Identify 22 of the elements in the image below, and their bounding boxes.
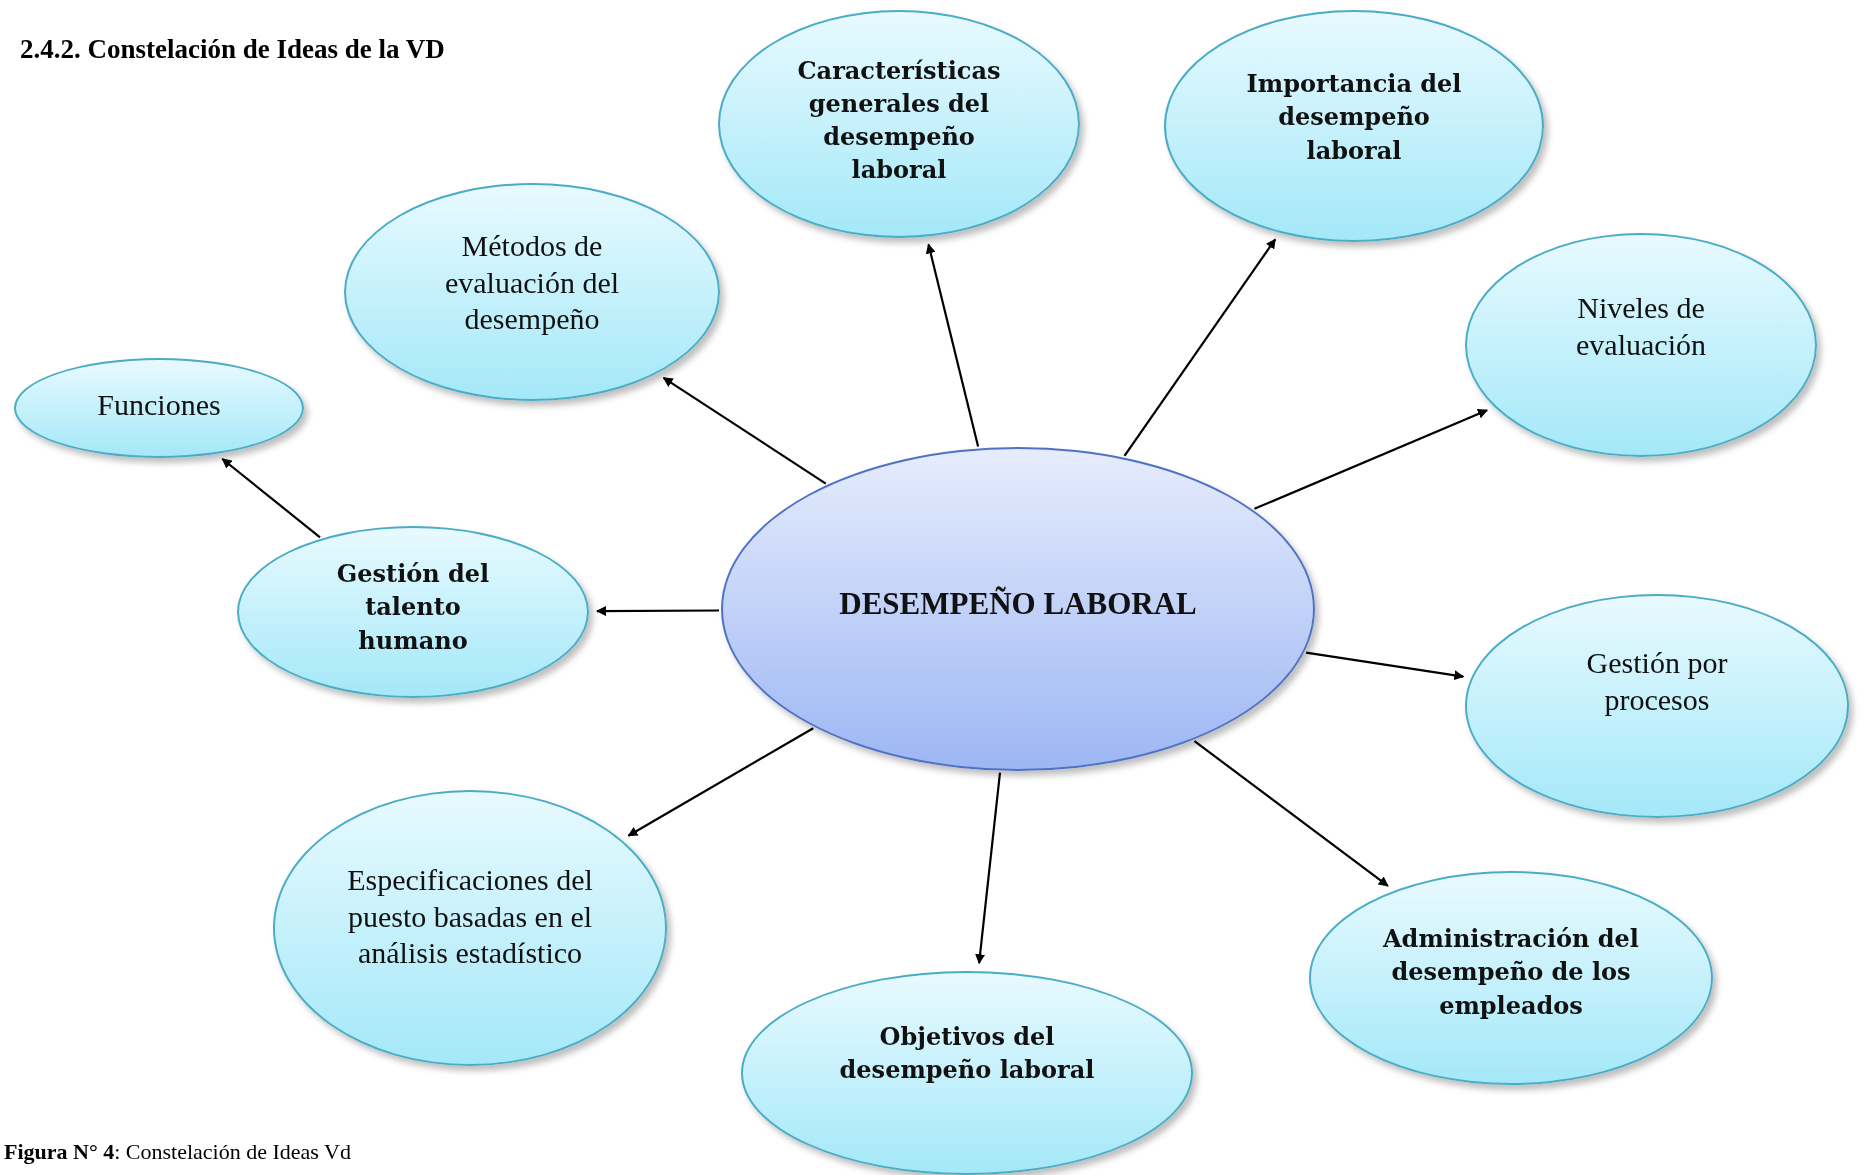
node-text: Funciones	[96, 386, 222, 423]
node-text: Gestión del talento humano	[335, 558, 491, 657]
arrow	[1123, 238, 1277, 457]
arrow	[221, 458, 321, 539]
node-text: Administración del desempeño de los empleados	[1381, 923, 1640, 1022]
arrow	[975, 772, 1002, 965]
arrow	[925, 243, 980, 447]
figure-caption: Figura N° 4: Constelación de Ideas Vd	[4, 1139, 351, 1165]
node-text: Características generales del desempeño laboral	[796, 54, 1002, 187]
arrow	[596, 606, 719, 617]
arrow	[662, 376, 827, 485]
diagram-title: 2.4.2. Constelación de Ideas de la VD	[20, 34, 445, 65]
node-text: Gestión por procesos	[1585, 645, 1729, 718]
arrow	[1253, 409, 1488, 510]
node-text: Especificaciones del puesto basadas en el análisis estadístico	[346, 862, 594, 972]
node-text: Métodos de evaluación del desempeño	[443, 228, 621, 338]
node-text: Niveles de evaluación	[1575, 290, 1707, 363]
arrow	[627, 727, 814, 837]
arrow	[1193, 740, 1389, 887]
node-text: DESEMPEÑO LABORAL	[838, 585, 1198, 623]
node-text: Objetivos del desempeño laboral	[838, 1020, 1096, 1086]
node-text: Importancia del desempeño laboral	[1245, 68, 1463, 167]
